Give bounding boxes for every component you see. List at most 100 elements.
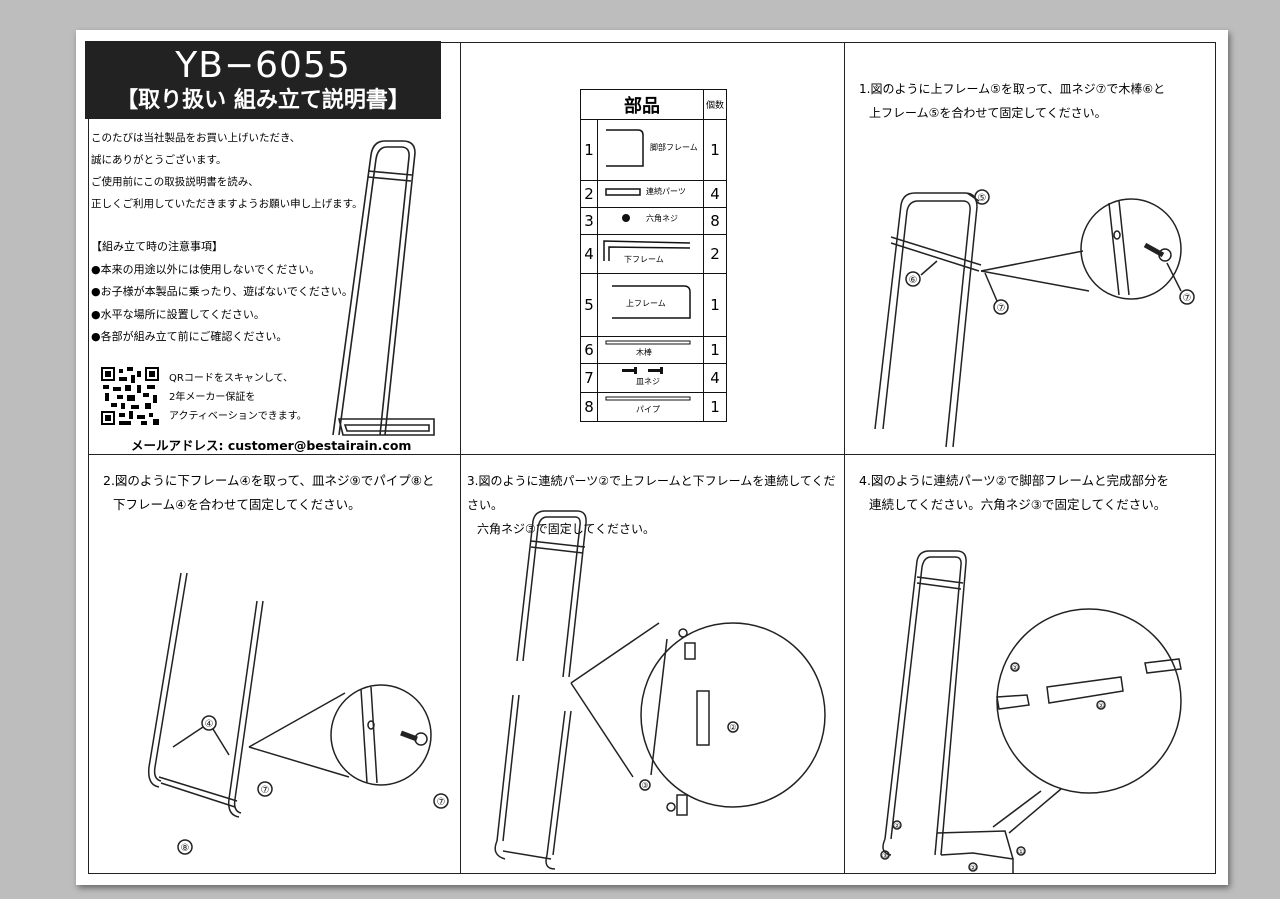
callout-3: ③: [882, 852, 888, 860]
upper-frame-icon: [612, 285, 691, 319]
step-2-diagram: ④ ⑦ ⑧ ⑦: [147, 572, 449, 855]
part-count: 1: [703, 273, 727, 337]
part-count: 4: [703, 363, 727, 393]
parts-row: 5 上フレーム 1: [580, 273, 727, 337]
part-label: 連続パーツ: [646, 187, 686, 196]
callout-7: ⑦: [261, 785, 270, 796]
step-line: 1.図のように上フレーム⑤を取って、皿ネジ⑦で木棒⑥と: [859, 82, 1166, 96]
callout-5: ⑤: [978, 193, 987, 204]
contact-email[interactable]: メールアドレス: customer@bestairain.com: [131, 438, 412, 453]
part-count: 4: [703, 180, 727, 208]
manual-subtitle: 【取り扱い 組み立て説明書】: [116, 88, 410, 113]
callout-7b: ⑦: [1183, 293, 1192, 304]
part-count: 2: [703, 234, 727, 274]
intro-line: 誠にありがとうございます。: [91, 154, 227, 166]
callout-2: ②: [1012, 664, 1018, 672]
part-number: 8: [580, 392, 598, 422]
parts-panel: 部品 個数 1 脚部フレーム 1 2 連続パーツ 4 3: [461, 43, 845, 455]
hex-screw-icon: [622, 214, 630, 222]
count-header: 個数: [703, 89, 727, 120]
part-label: 下フレーム: [624, 255, 664, 264]
step-line: 六角ネジ③で固定してください。: [477, 522, 656, 536]
parts-row: 8 パイプ 1: [580, 392, 727, 422]
callout-6: ⑥: [909, 275, 918, 286]
part-count: 8: [703, 207, 727, 235]
step-3-diagram: ③ ②: [494, 510, 826, 870]
note-item: ●お子様が本製品に乗ったり、遊ばないでください。: [91, 285, 353, 298]
qr-line: 2年メーカー保証を: [169, 392, 256, 403]
title-box: YB−6055 【取り扱い 組み立て説明書】: [85, 41, 441, 119]
callout-2c: ②: [970, 864, 976, 872]
countersunk-screw-icon: [622, 367, 663, 374]
callout-2d: ②: [894, 822, 900, 830]
part-image: 皿ネジ: [597, 363, 704, 393]
part-number: 5: [580, 273, 598, 337]
qr-instructions: QRコードをスキャンして、 2年メーカー保証を アクティベーションできます。: [169, 369, 307, 426]
wood-bar-icon: [605, 340, 691, 345]
intro-line: ご使用前にこの取扱説明書を読み、: [91, 176, 259, 188]
callout-8: ⑧: [181, 843, 190, 854]
parts-row: 2 連続パーツ 4: [580, 180, 727, 208]
part-label: 皿ネジ: [636, 377, 660, 386]
callout-3: ③: [641, 781, 648, 790]
qr-line: アクティベーションできます。: [169, 411, 307, 422]
step-4-text: 4.図のように連続パーツ②で脚部フレームと完成部分を 連続してください。六角ネジ…: [859, 469, 1169, 517]
model-number: YB−6055: [175, 45, 351, 86]
qr-code-icon: [101, 367, 159, 425]
step-3-panel: 3.図のように連続パーツ②で上フレームと下フレームを連続してください。 六角ネジ…: [461, 455, 845, 873]
note-item: ●各部が組み立て前にご確認ください。: [91, 330, 288, 343]
part-number: 6: [580, 336, 598, 364]
step-1-panel: 1.図のように上フレーム⑤を取って、皿ネジ⑦で木棒⑥と 上フレーム⑤を合わせて固…: [845, 43, 1215, 455]
callout-4: ④: [205, 719, 214, 730]
part-count: 1: [703, 119, 727, 181]
step-line: 3.図のように連続パーツ②で上フレームと下フレームを連続してください。: [467, 474, 836, 512]
callout-1: ①: [1018, 848, 1024, 856]
cover-panel: YB−6055 【取り扱い 組み立て説明書】 このたびは当社製品をお買い上げいた…: [85, 41, 461, 455]
assembly-notes: 【組み立て時の注意事項】 ●本来の用途以外には使用しないでください。 ●お子様が…: [91, 236, 353, 349]
part-label: 木棒: [636, 348, 652, 357]
callout-2: ②: [729, 723, 736, 732]
parts-header: 部品: [580, 89, 704, 120]
step-2-panel: 2.図のように下フレーム④を取って、皿ネジ⑨でパイプ⑧と 下フレーム④を合わせて…: [89, 455, 461, 873]
pipe-icon: [605, 396, 691, 401]
callout-7: ⑦: [997, 303, 1006, 314]
part-number: 7: [580, 363, 598, 393]
rack-illustration: [332, 140, 435, 436]
parts-row: 7 皿ネジ 4: [580, 363, 727, 393]
step-1-text: 1.図のように上フレーム⑤を取って、皿ネジ⑦で木棒⑥と 上フレーム⑤を合わせて固…: [859, 77, 1165, 125]
step-line: 下フレーム④を合わせて固定してください。: [113, 497, 361, 512]
intro-text: このたびは当社製品をお買い上げいただき、 誠にありがとうございます。 ご使用前に…: [91, 127, 363, 215]
parts-row: 3 六角ネジ 8: [580, 207, 727, 235]
part-count: 1: [703, 392, 727, 422]
qr-line: QRコードをスキャンして、: [169, 373, 294, 384]
part-number: 4: [580, 234, 598, 274]
step-4-panel: 4.図のように連続パーツ②で脚部フレームと完成部分を 連続してください。六角ネジ…: [845, 455, 1215, 873]
notes-title: 【組み立て時の注意事項】: [91, 240, 223, 253]
step-4-diagram: ② ② ③ ② ① ②: [880, 550, 1182, 873]
step-line: 連続してください。六角ネジ③で固定してください。: [869, 497, 1167, 512]
part-label: 六角ネジ: [646, 214, 678, 223]
part-image: 木棒: [597, 336, 704, 364]
part-image: 脚部フレーム: [597, 119, 704, 181]
step-2-text: 2.図のように下フレーム④を取って、皿ネジ⑨でパイプ⑧と 下フレーム④を合わせて…: [103, 469, 434, 517]
step-line: 4.図のように連続パーツ②で脚部フレームと完成部分を: [859, 473, 1170, 488]
note-item: ●本来の用途以外には使用しないでください。: [91, 262, 321, 276]
parts-row: 4 下フレーム 2: [580, 234, 727, 274]
part-number: 1: [580, 119, 598, 181]
part-label: パイプ: [636, 405, 660, 414]
step-3-text: 3.図のように連続パーツ②で上フレームと下フレームを連続してください。 六角ネジ…: [467, 469, 844, 541]
part-image: パイプ: [597, 392, 704, 422]
part-label: 上フレーム: [626, 299, 666, 308]
part-number: 3: [580, 207, 598, 235]
parts-row: 1 脚部フレーム 1: [580, 119, 727, 181]
part-image: 下フレーム: [597, 234, 704, 274]
part-image: 上フレーム: [597, 273, 704, 337]
part-image: 六角ネジ: [597, 207, 704, 235]
part-number: 2: [580, 180, 598, 208]
instruction-sheet: YB−6055 【取り扱い 組み立て説明書】 このたびは当社製品をお買い上げいた…: [76, 30, 1228, 885]
part-count: 1: [703, 336, 727, 364]
parts-row: 6 木棒 1: [580, 336, 727, 364]
connector-part-icon: [605, 188, 641, 196]
step-line: 上フレーム⑤を合わせて固定してください。: [869, 106, 1107, 120]
note-item: ●水平な場所に設置してください。: [91, 307, 265, 321]
